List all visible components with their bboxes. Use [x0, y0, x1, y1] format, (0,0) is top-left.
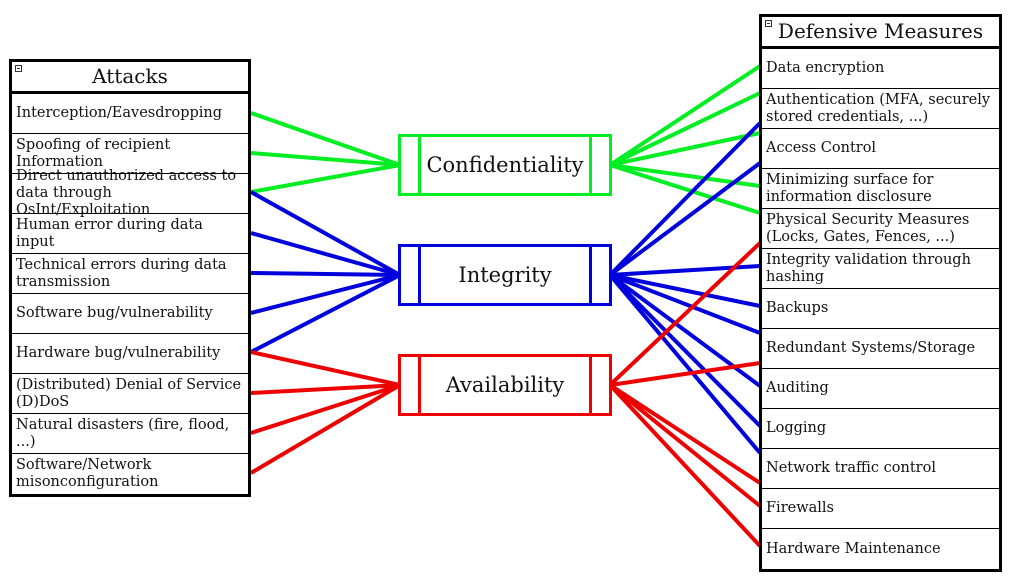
- defense-item-label: Integrity validation through hashing: [766, 251, 971, 285]
- attack-item: Hardware bug/vulnerability: [12, 334, 248, 374]
- defensive-measures-header: Defensive Measures: [762, 17, 999, 49]
- property-confidentiality: Confidentiality: [398, 134, 612, 196]
- collapse-icon[interactable]: [765, 20, 772, 27]
- defense-item-label: Access Control: [766, 140, 877, 156]
- attack-connector-line: [250, 273, 401, 354]
- attack-item: Direct unauthorized access to data throu…: [12, 168, 248, 218]
- attack-item: Software bug/vulnerability: [12, 294, 248, 334]
- attack-item-label: Natural disasters (fire, flood, ...): [16, 416, 230, 450]
- defense-item: Logging: [762, 409, 999, 449]
- defense-connector-line: [608, 241, 762, 387]
- collapse-icon[interactable]: [15, 65, 22, 72]
- defensive-measures-title: Defensive Measures: [777, 19, 984, 43]
- defense-item: Access Control: [762, 129, 999, 169]
- defense-connector-line: [608, 273, 762, 428]
- attack-item-label: Interception/Eavesdropping: [16, 105, 223, 121]
- defense-item-label: Redundant Systems/Storage: [766, 340, 976, 356]
- defense-item: Redundant Systems/Storage: [762, 329, 999, 369]
- defense-connector-line: [608, 161, 762, 277]
- defense-item: Authentication (MFA, securely stored cre…: [762, 89, 999, 129]
- attack-item-label: Spoofing of recipient Information: [16, 136, 171, 170]
- attack-item: Spoofing of recipient Information: [12, 134, 248, 174]
- property-side-bar: [418, 137, 421, 193]
- defense-connector-line: [608, 64, 762, 167]
- attack-item: Technical errors during data transmissio…: [12, 254, 248, 294]
- defense-item: Auditing: [762, 369, 999, 409]
- attack-connector-line: [250, 383, 401, 435]
- property-side-bar: [589, 357, 592, 413]
- defense-item-label: Physical Security Measures (Locks, Gates…: [766, 211, 970, 245]
- property-side-bar: [589, 247, 592, 303]
- property-availability: Availability: [398, 354, 612, 416]
- attack-item-label: Human error during data input: [16, 216, 203, 250]
- defense-item-label: Backups: [766, 300, 829, 316]
- defense-connector-line: [608, 121, 762, 277]
- defense-connector-line: [609, 131, 761, 167]
- attack-connector-line: [250, 190, 401, 277]
- defense-connector-line: [609, 273, 761, 335]
- property-side-bar: [418, 357, 421, 413]
- attack-item: Human error during data input: [12, 214, 248, 254]
- property-side-bar: [589, 137, 592, 193]
- attack-item: (Distributed) Denial of Service (D)DoS: [12, 374, 248, 414]
- attack-item: Natural disasters (fire, flood, ...): [12, 414, 248, 454]
- defense-item-label: Data encryption: [766, 60, 885, 76]
- defense-item: Firewalls: [762, 489, 999, 529]
- defense-item-label: Auditing: [766, 380, 829, 396]
- defense-connector-line: [609, 273, 761, 308]
- defense-item-label: Firewalls: [766, 500, 834, 516]
- defense-item: Data encryption: [762, 49, 999, 89]
- defense-connector-line: [608, 383, 762, 548]
- defense-item-label: Network traffic control: [766, 460, 936, 476]
- attack-connector-line: [250, 271, 401, 277]
- defense-item: Hardware Maintenance: [762, 529, 999, 569]
- defense-item-label: Authentication (MFA, securely stored cre…: [766, 91, 991, 125]
- defense-connector-line: [609, 163, 761, 215]
- attack-item: Interception/Eavesdropping: [12, 94, 248, 134]
- attack-connector-line: [250, 350, 401, 387]
- defense-item-label: Hardware Maintenance: [766, 540, 941, 557]
- property-integrity: Integrity: [398, 244, 612, 306]
- property-label: Integrity: [458, 263, 552, 287]
- attack-item-label: Technical errors during data transmissio…: [16, 256, 227, 290]
- attack-item-label: Software/Network misonconfiguration: [16, 457, 159, 490]
- attack-item: Software/Network misonconfiguration: [12, 454, 248, 494]
- defense-connector-line: [608, 383, 762, 485]
- defense-item-label: Minimizing surface for information discl…: [766, 171, 934, 205]
- property-label: Confidentiality: [426, 153, 584, 177]
- defense-item: Minimizing surface for information discl…: [762, 169, 999, 209]
- attack-item-label: Direct unauthorized access to data throu…: [16, 168, 237, 218]
- defense-item: Backups: [762, 289, 999, 329]
- attack-item-label: Hardware bug/vulnerability: [16, 345, 221, 361]
- defense-connector-line: [608, 273, 762, 455]
- defense-item: Network traffic control: [762, 449, 999, 489]
- defense-connector-line: [609, 163, 761, 188]
- property-label: Availability: [445, 373, 565, 397]
- defense-connector-line: [608, 383, 762, 508]
- defense-connector-line: [609, 264, 761, 277]
- property-side-bar: [418, 247, 421, 303]
- defense-connector-line: [609, 91, 761, 167]
- defense-item: Integrity validation through hashing: [762, 249, 999, 289]
- attack-connector-line: [250, 383, 401, 395]
- attack-connector-line: [250, 231, 401, 277]
- attack-connector-line: [250, 163, 401, 194]
- defense-item: Physical Security Measures (Locks, Gates…: [762, 209, 999, 249]
- attack-connector-line: [250, 111, 401, 167]
- attack-connector-line: [249, 383, 402, 475]
- attack-item-label: (Distributed) Denial of Service (D)DoS: [16, 376, 242, 410]
- attack-connector-line: [250, 151, 401, 167]
- attacks-header: Attacks: [12, 62, 248, 94]
- defense-connector-line: [609, 361, 761, 387]
- attacks-title: Attacks: [92, 64, 168, 88]
- attack-item-label: Software bug/vulnerability: [16, 305, 213, 321]
- attack-connector-line: [250, 273, 401, 315]
- defense-item-label: Logging: [766, 420, 827, 436]
